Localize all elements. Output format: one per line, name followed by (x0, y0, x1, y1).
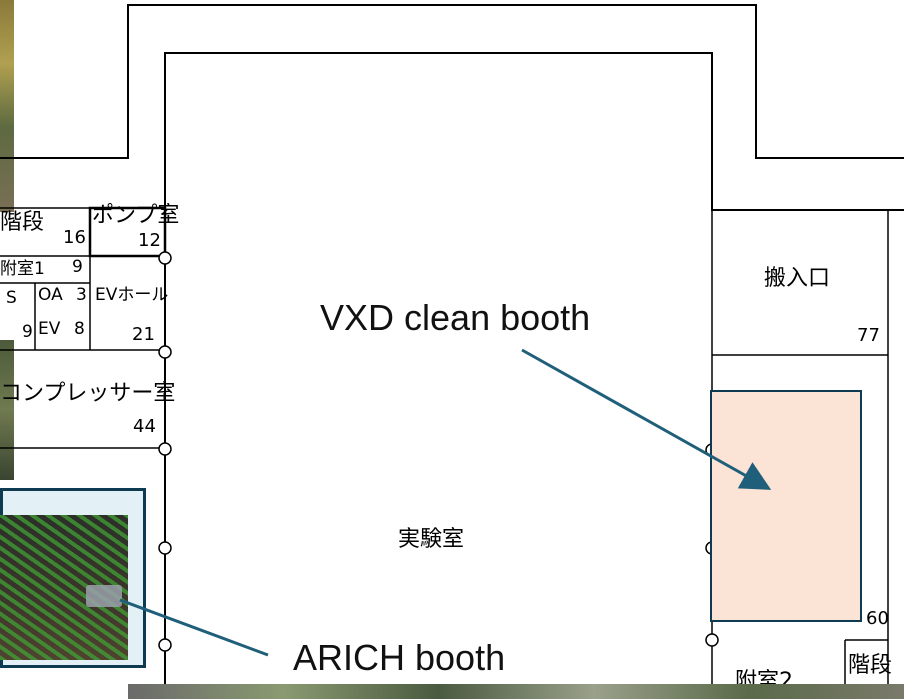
photo-left-middle (0, 340, 14, 480)
room-stairs-top-label: 階段 (0, 210, 45, 235)
room-compressor-area: 44 (133, 416, 156, 437)
room-pump-label: ポンプ室 (92, 203, 180, 228)
arich-booth-label: ARICH booth (293, 637, 506, 678)
room-oa-label: OA (38, 285, 63, 305)
partial-area-number: 60 (866, 608, 889, 629)
arich-booth-photo-highlight (86, 585, 122, 607)
vxd-clean-booth-label: VXD clean booth (320, 297, 591, 338)
vxd-clean-booth (710, 390, 862, 622)
room-annex1-area: 9 (72, 257, 83, 277)
room-compressor-label: コンプレッサー室 (0, 381, 176, 406)
vxd-arrow (521, 348, 772, 490)
room-ev-area: 8 (74, 319, 85, 339)
room-annex1-label: 附室1 (0, 259, 45, 279)
room-s-area: 9 (22, 322, 33, 342)
room-ev-label: EV (38, 319, 61, 339)
room-oa-area: 3 (76, 285, 87, 305)
room-loading-label: 搬入口 (764, 266, 831, 291)
room-lab-label: 実験室 (398, 527, 465, 552)
photo-bottom-strip (128, 684, 904, 699)
room-ev-hall-area: 21 (132, 324, 155, 345)
arich-arrow (119, 598, 269, 657)
room-ev-hall-label: EVホール (95, 285, 169, 305)
room-loading-area: 77 (857, 325, 880, 346)
room-stairs-bottom-label: 階段 (848, 653, 893, 678)
room-pump-area: 12 (138, 230, 161, 251)
room-s-label: S (6, 288, 17, 308)
room-stairs-top-area: 16 (63, 227, 86, 248)
